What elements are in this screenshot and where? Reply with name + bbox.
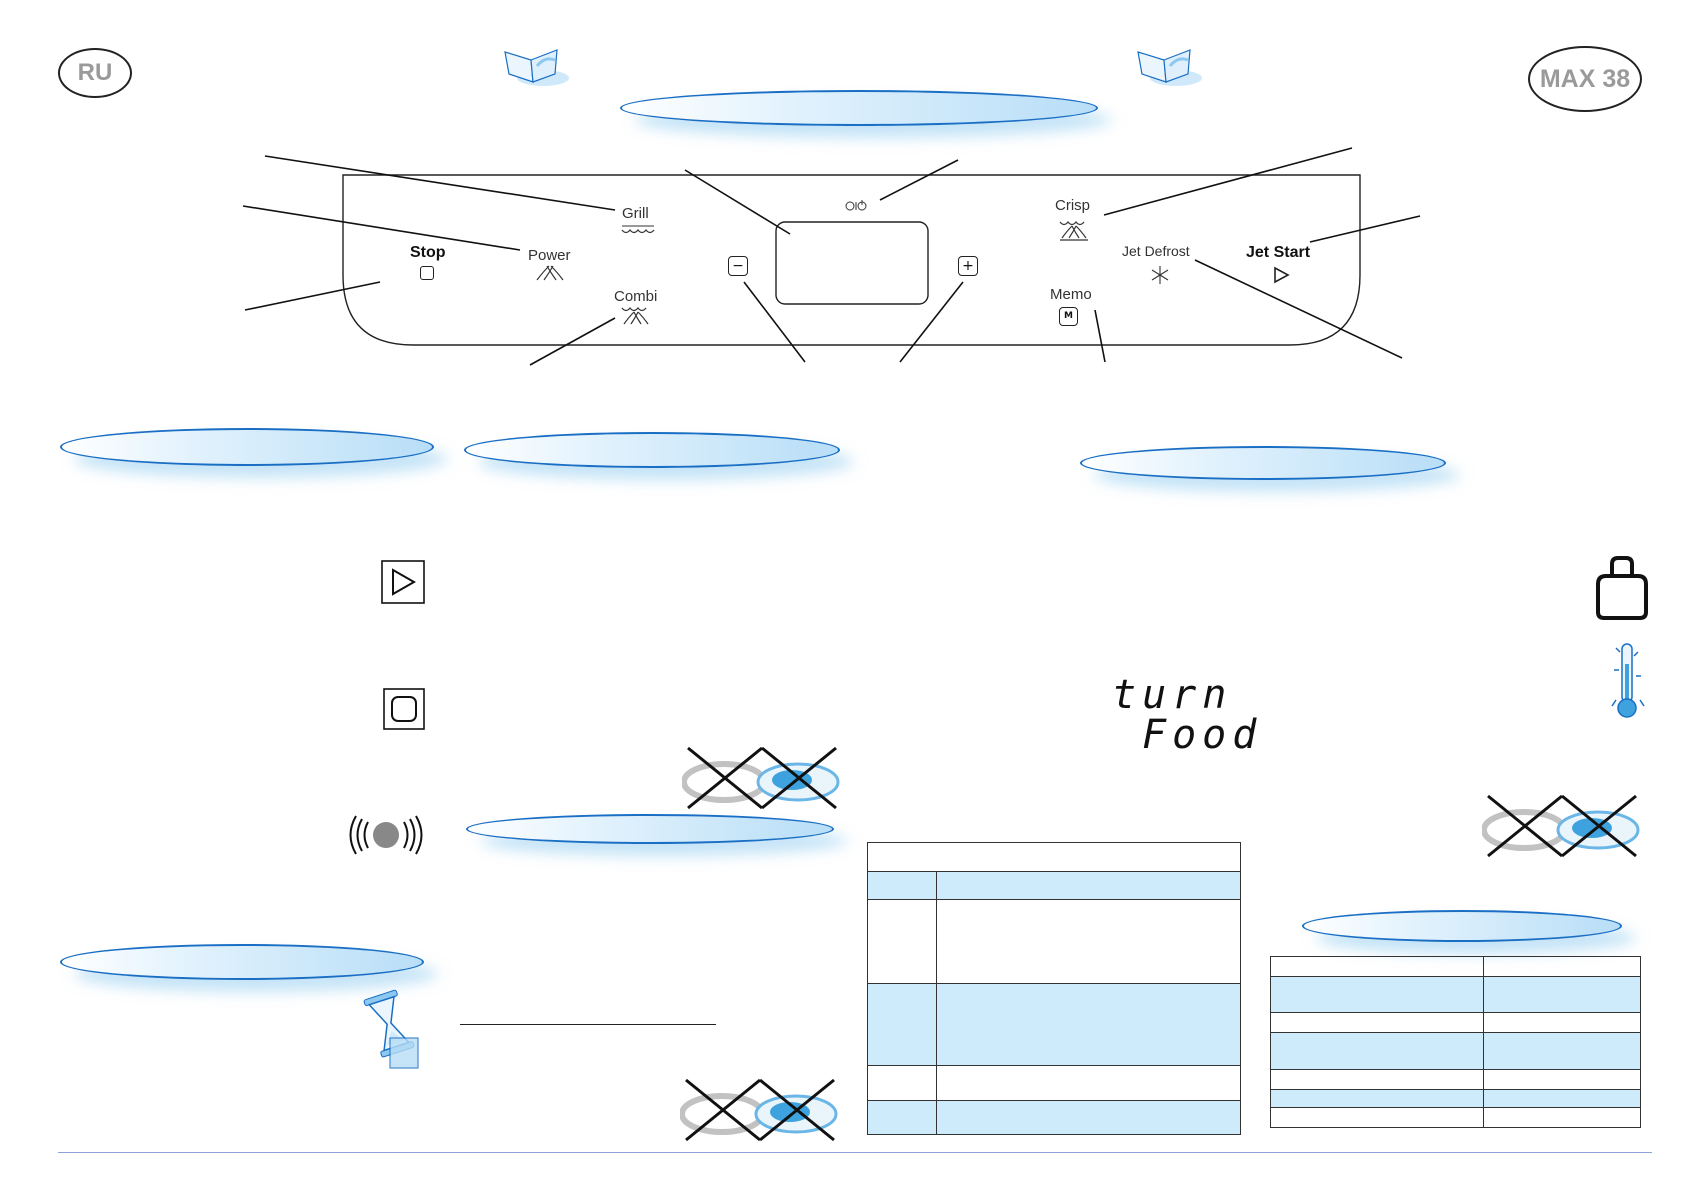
section-lens-crisp <box>466 814 834 844</box>
display-message-line1: turn <box>1112 672 1233 718</box>
stop-button-label: Stop <box>410 244 446 261</box>
combi-button-label[interactable]: Combi <box>614 288 658 305</box>
table-cell <box>1483 1068 1641 1090</box>
power-button-label[interactable]: Power <box>528 247 571 264</box>
table-cell <box>936 983 1241 1066</box>
table-cell <box>1483 1088 1641 1108</box>
minus-button[interactable]: − <box>728 256 748 276</box>
table-cell <box>867 983 937 1066</box>
table-cell <box>1483 1032 1641 1070</box>
model-badge: MAX 38 <box>1528 46 1642 112</box>
start-icon <box>381 560 425 604</box>
table-header-cell <box>867 842 1241 872</box>
no-metal-plates-icon <box>1482 794 1640 858</box>
grill-button-label[interactable]: Grill <box>622 205 649 222</box>
hourglass-icon <box>363 989 419 1069</box>
right-table <box>1270 955 1641 1129</box>
plus-button[interactable]: + <box>958 256 978 276</box>
table-cell <box>1270 976 1484 1014</box>
language-badge: RU <box>58 48 132 98</box>
table-cell <box>867 871 937 900</box>
jet-start-button-label[interactable]: Jet Start <box>1246 244 1311 261</box>
table-cell <box>1270 1032 1484 1070</box>
memo-button[interactable]: M <box>1059 307 1078 326</box>
table-cell <box>1270 1106 1484 1129</box>
divider-line <box>460 1024 716 1025</box>
display-message-line2: Food <box>1142 712 1263 758</box>
table-header-cell <box>1483 955 1641 978</box>
no-metal-plates-icon <box>682 746 840 810</box>
section-lens-jet-defrost <box>1080 446 1446 480</box>
weight-icon <box>1596 556 1648 620</box>
title-lens <box>620 90 1098 126</box>
model-badge-text: MAX 38 <box>1539 64 1631 93</box>
table-cell <box>867 1065 937 1101</box>
language-badge-text: RU <box>77 59 113 86</box>
table-cell <box>1270 1012 1484 1034</box>
table-cell <box>936 1065 1241 1101</box>
section-lens-start <box>464 432 840 468</box>
table-cell <box>936 871 1241 900</box>
table-cell <box>1483 1012 1641 1034</box>
table-cell <box>936 1100 1241 1135</box>
table-cell <box>936 899 1241 984</box>
vibration-icon <box>349 815 423 855</box>
plus-symbol: + <box>962 258 974 274</box>
table-cell <box>867 899 937 984</box>
table-cell <box>1270 1068 1484 1090</box>
table-cell <box>1483 976 1641 1014</box>
crisp-button-label[interactable]: Crisp <box>1055 197 1091 214</box>
jet-defrost-button-label[interactable]: Jet Defrost <box>1122 243 1190 259</box>
middle-table <box>867 842 1241 1135</box>
table-cell <box>867 1100 937 1135</box>
table-cell <box>1270 1088 1484 1108</box>
table-header-cell <box>1270 955 1484 978</box>
stop-icon <box>383 688 425 730</box>
control-panel-diagram <box>242 147 1421 366</box>
stop-button[interactable] <box>420 266 434 280</box>
footer-rule <box>58 1152 1652 1153</box>
section-lens-memo <box>60 944 424 980</box>
no-metal-plates-icon <box>680 1078 838 1142</box>
frozen-thermometer-icon <box>1611 643 1645 718</box>
section-lens-power <box>1302 910 1622 942</box>
table-cell <box>1483 1106 1641 1129</box>
minus-symbol: − <box>732 258 744 274</box>
memo-button-label[interactable]: Memo <box>1050 286 1092 303</box>
memo-key-symbol: M <box>1064 311 1073 321</box>
book-icon <box>504 49 569 86</box>
section-lens-stop <box>60 428 434 466</box>
book-icon <box>1137 49 1202 86</box>
